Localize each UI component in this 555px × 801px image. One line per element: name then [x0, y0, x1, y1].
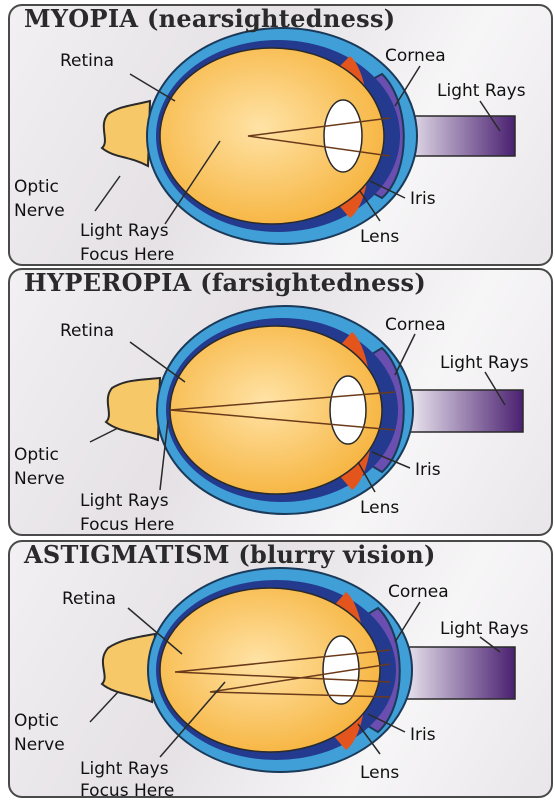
label-retina: Retina [62, 589, 116, 609]
lens [324, 100, 362, 172]
label-optic: Optic [14, 445, 59, 465]
astigmatism-panel: Retina Cornea Light Rays Optic Nerve Iri… [8, 540, 553, 798]
label-focus-1: Light Rays [80, 491, 169, 511]
lens [330, 376, 366, 444]
label-optic: Optic [14, 711, 59, 731]
label-light-rays: Light Rays [440, 353, 529, 373]
label-lens: Lens [360, 763, 399, 783]
panel-title: MYOPIA (nearsightedness) [24, 4, 395, 33]
label-focus-2: Focus Here [80, 515, 174, 535]
label-nerve: Nerve [14, 735, 65, 755]
hyperopia-panel: Retina Cornea Light Rays Optic Nerve Iri… [8, 268, 553, 536]
myopia-diagram: Retina Cornea Light Rays Optic Nerve Iri… [10, 6, 553, 266]
label-light-rays: Light Rays [437, 81, 526, 101]
label-cornea: Cornea [385, 315, 446, 335]
label-focus-2: Focus Here [80, 781, 174, 798]
label-retina: Retina [60, 51, 114, 71]
label-light-rays: Light Rays [440, 619, 529, 639]
label-lens: Lens [360, 498, 399, 518]
label-focus-1: Light Rays [80, 221, 169, 241]
myopia-panel: Retina Cornea Light Rays Optic Nerve Iri… [8, 4, 553, 266]
panel-title: ASTIGMATISM (blurry vision) [24, 540, 436, 569]
label-iris: Iris [415, 460, 441, 480]
label-retina: Retina [60, 321, 114, 341]
panel-title: HYPEROPIA (farsightedness) [24, 268, 426, 297]
hyperopia-diagram: Retina Cornea Light Rays Optic Nerve Iri… [10, 270, 553, 536]
label-focus-2: Focus Here [80, 245, 174, 265]
label-cornea: Cornea [385, 46, 446, 66]
label-lens: Lens [360, 227, 399, 247]
label-nerve: Nerve [14, 201, 65, 221]
label-focus-1: Light Rays [80, 759, 169, 779]
label-optic: Optic [14, 177, 59, 197]
label-cornea: Cornea [388, 582, 449, 602]
label-iris: Iris [410, 725, 436, 745]
label-iris: Iris [410, 189, 436, 209]
optic-nerve [102, 101, 150, 166]
astigmatism-diagram: Retina Cornea Light Rays Optic Nerve Iri… [10, 542, 553, 798]
label-nerve: Nerve [14, 469, 65, 489]
light-rays-bar [395, 390, 523, 432]
